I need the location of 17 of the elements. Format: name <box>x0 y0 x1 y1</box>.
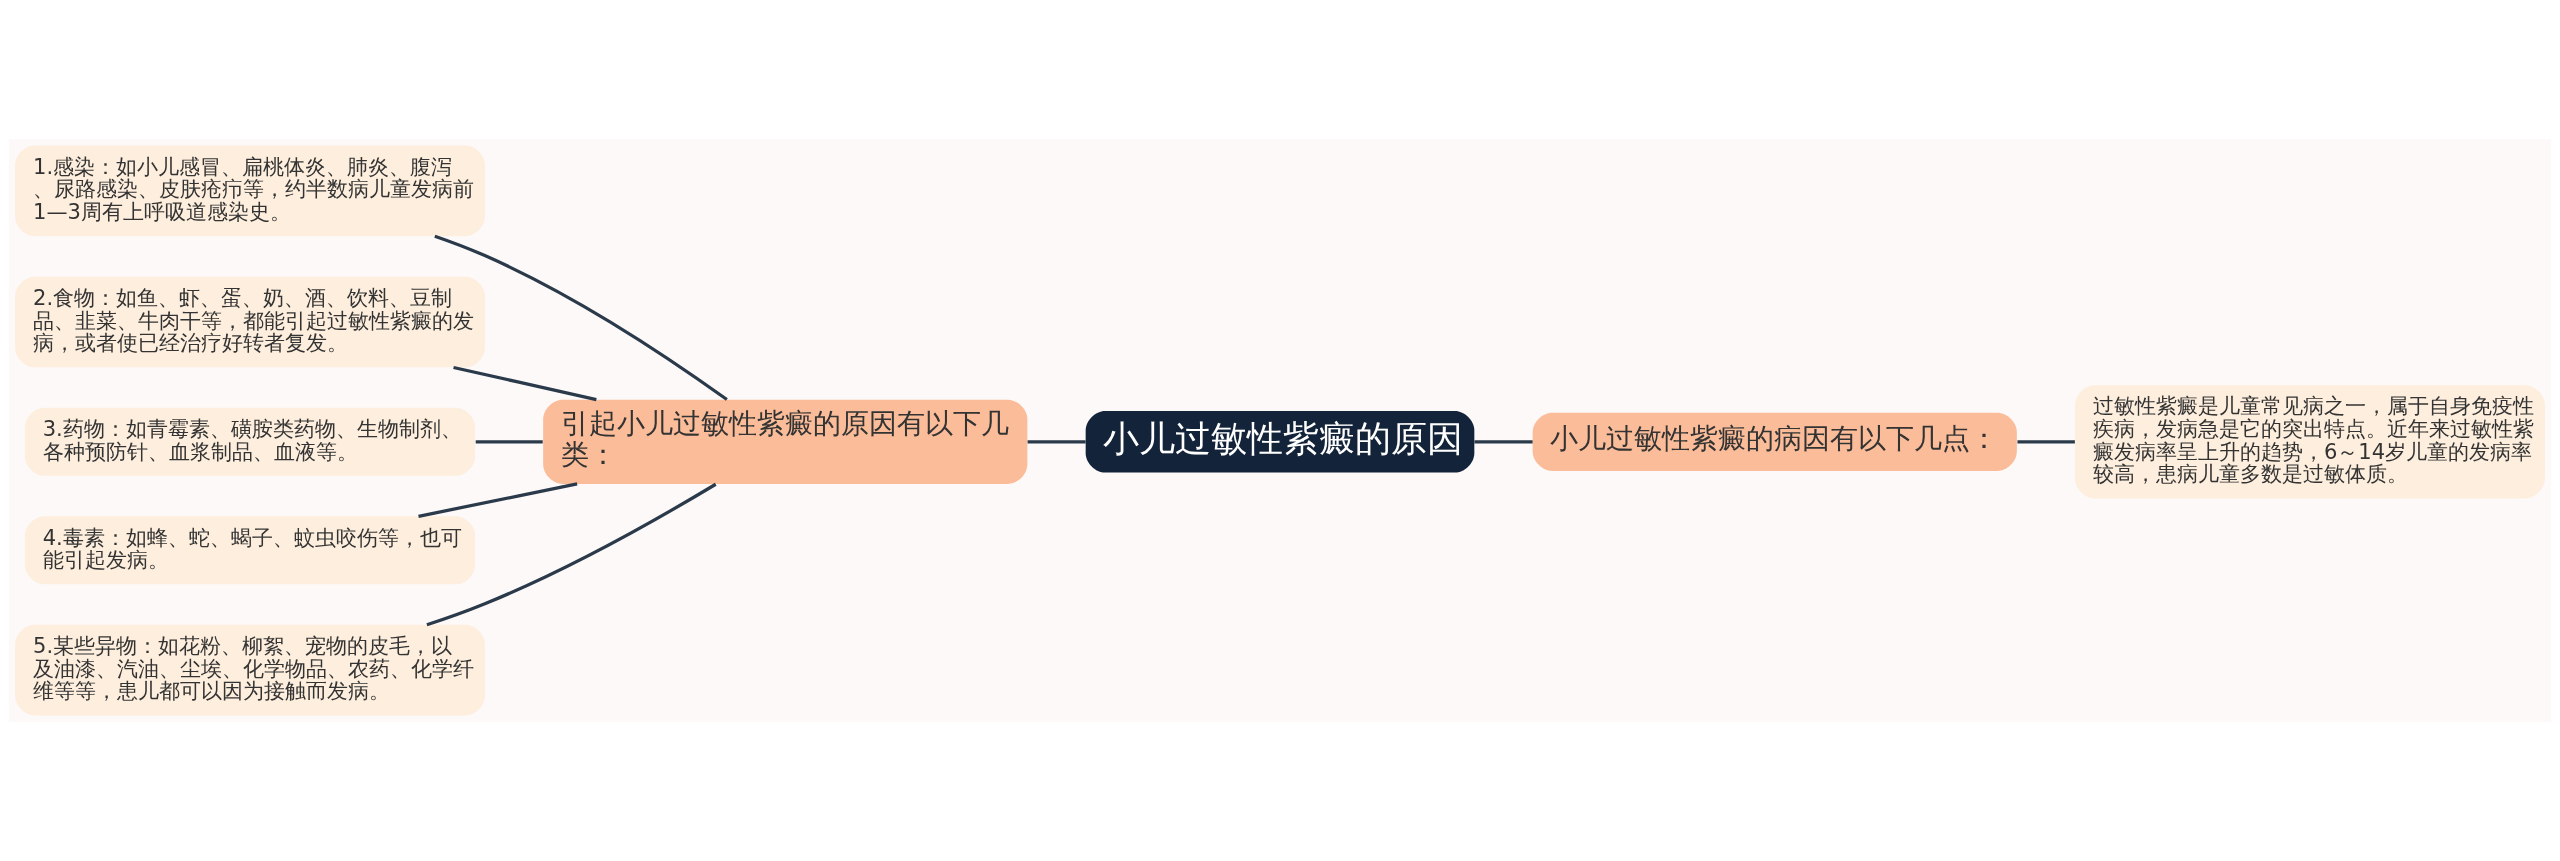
connector <box>418 482 578 518</box>
node-box: 1.感染：如小儿感冒、扁桃体炎、肺炎、腹泻、尿路感染、皮肤疮疖等，约半数病儿童发病前1—3周有上呼吸道感染史。 <box>15 145 485 237</box>
connector <box>2017 440 2075 444</box>
node-box: 4.毒素：如蜂、蛇、蝎子、蚊虫咬伤等，也可能引起发病。 <box>24 516 476 585</box>
node-box: 小儿过敏性紫癜的病因有以下几点： <box>1532 412 2017 471</box>
node-box: 3.药物：如青霉素、磺胺类药物、生物制剂、各种预防针、血浆制品、血液等。 <box>24 407 476 476</box>
connector <box>453 365 597 402</box>
node-box: 过敏性紫癜是儿童常见病之一，属于自身免疫性疾病，发病急是它的突出特点。近年来过敏性紫癜发病率呈上升的趋势，6～14岁儿童的发病率较高，患病儿童多数是过敏体质。 <box>2075 385 2545 499</box>
connector <box>1027 440 1086 444</box>
node-box: 小儿过敏性紫癜的原因 <box>1085 411 1475 473</box>
connector <box>426 482 717 627</box>
node-box: 5.某些异物：如花粉、柳絮、宠物的皮毛，以及油漆、汽油、尘埃、化学物品、农药、化学纤维等等，患儿都可以因为接触而发病。 <box>15 624 485 716</box>
node-box: 引起小儿过敏性紫癜的原因有以下几类： <box>543 399 1028 484</box>
connector <box>475 440 543 444</box>
connector <box>1474 440 1533 444</box>
connector <box>434 234 728 401</box>
node-box: 2.食物：如鱼、虾、蛋、奶、酒、饮料、豆制品、韭菜、牛肉干等，都能引起过敏性紫癜的发病，或者使已经治疗好转者复发。 <box>15 276 485 368</box>
